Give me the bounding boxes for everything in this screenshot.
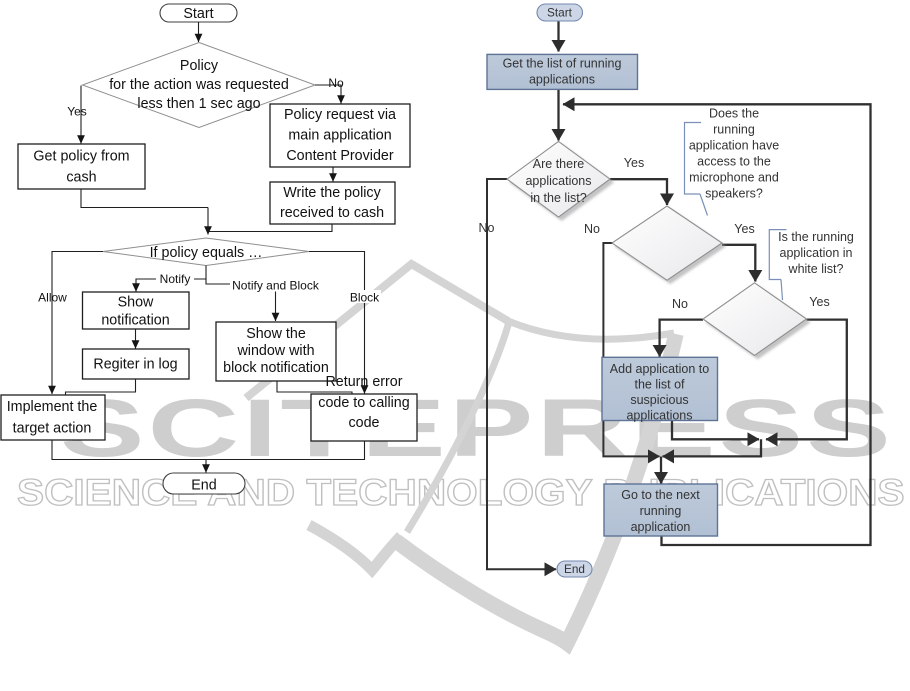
svg-text:running: running	[713, 123, 755, 137]
svg-text:Write the policy: Write the policy	[283, 185, 381, 201]
svg-text:Yes: Yes	[734, 222, 754, 236]
svg-text:applications: applications	[626, 408, 692, 422]
svg-text:block notification: block notification	[223, 360, 329, 376]
svg-text:access to the: access to the	[697, 155, 771, 169]
svg-text:Start: Start	[183, 6, 213, 22]
svg-text:Get the list of running: Get the list of running	[503, 57, 622, 71]
svg-text:Add application to: Add application to	[610, 362, 709, 376]
svg-text:Yes: Yes	[809, 295, 829, 309]
svg-text:cash: cash	[66, 170, 96, 186]
svg-text:Regiter in log: Regiter in log	[93, 357, 177, 373]
svg-text:received to cash: received to cash	[280, 205, 384, 221]
svg-text:End: End	[564, 562, 585, 576]
svg-text:for the action was requested: for the action was requested	[109, 77, 289, 93]
svg-text:SCIENCE AND TECHNOLOGY PUBLICA: SCIENCE AND TECHNOLOGY PUBLICATIONS	[17, 473, 905, 514]
svg-text:SCITEPRESS: SCITEPRESS	[60, 381, 894, 473]
svg-text:Notify and Block: Notify and Block	[232, 279, 320, 293]
svg-text:target action: target action	[13, 421, 92, 437]
svg-text:Policy: Policy	[180, 58, 219, 74]
svg-text:Yes: Yes	[624, 156, 644, 170]
svg-text:Start: Start	[547, 6, 573, 20]
svg-text:Content Provider: Content Provider	[286, 148, 394, 164]
svg-text:Get policy from: Get policy from	[33, 149, 129, 165]
svg-text:in the list?: in the list?	[530, 191, 586, 205]
svg-text:Is the running: Is the running	[778, 230, 854, 244]
svg-text:window with: window with	[236, 343, 314, 359]
svg-text:application: application	[631, 520, 691, 534]
svg-text:application in: application in	[780, 246, 853, 260]
svg-text:Block: Block	[350, 291, 380, 305]
svg-text:Show the: Show the	[246, 326, 306, 342]
svg-text:No: No	[479, 221, 495, 235]
svg-text:white list?: white list?	[788, 262, 844, 276]
svg-text:suspicious: suspicious	[630, 393, 688, 407]
svg-text:No: No	[672, 297, 688, 311]
svg-text:less then 1 sec ago: less then 1 sec ago	[137, 96, 260, 112]
svg-text:Does the: Does the	[709, 107, 759, 121]
svg-text:notification: notification	[101, 313, 169, 329]
svg-text:code to calling: code to calling	[318, 395, 409, 411]
svg-text:Yes: Yes	[67, 105, 87, 119]
svg-text:Return error: Return error	[325, 374, 402, 390]
svg-text:Show: Show	[118, 295, 154, 311]
svg-text:No: No	[584, 222, 600, 236]
svg-text:microphone and: microphone and	[689, 171, 779, 185]
svg-text:main application: main application	[288, 128, 391, 144]
svg-text:Allow: Allow	[38, 291, 67, 305]
svg-text:running: running	[640, 504, 682, 518]
svg-text:applications: applications	[525, 174, 591, 188]
svg-text:Policy request via: Policy request via	[284, 107, 396, 123]
svg-text:No: No	[328, 76, 344, 90]
svg-text:speakers?: speakers?	[705, 187, 763, 201]
svg-text:applications: applications	[529, 73, 595, 87]
svg-text:application have: application have	[689, 139, 779, 153]
svg-text:Are there: Are there	[533, 157, 584, 171]
svg-text:Notify: Notify	[160, 272, 191, 286]
svg-text:code: code	[348, 415, 379, 431]
svg-text:Implement the: Implement the	[7, 399, 98, 415]
svg-text:End: End	[191, 478, 216, 494]
svg-text:the list of: the list of	[634, 378, 685, 392]
svg-text:If policy equals …: If policy equals …	[150, 245, 263, 261]
svg-text:Go to the next: Go to the next	[621, 488, 700, 502]
